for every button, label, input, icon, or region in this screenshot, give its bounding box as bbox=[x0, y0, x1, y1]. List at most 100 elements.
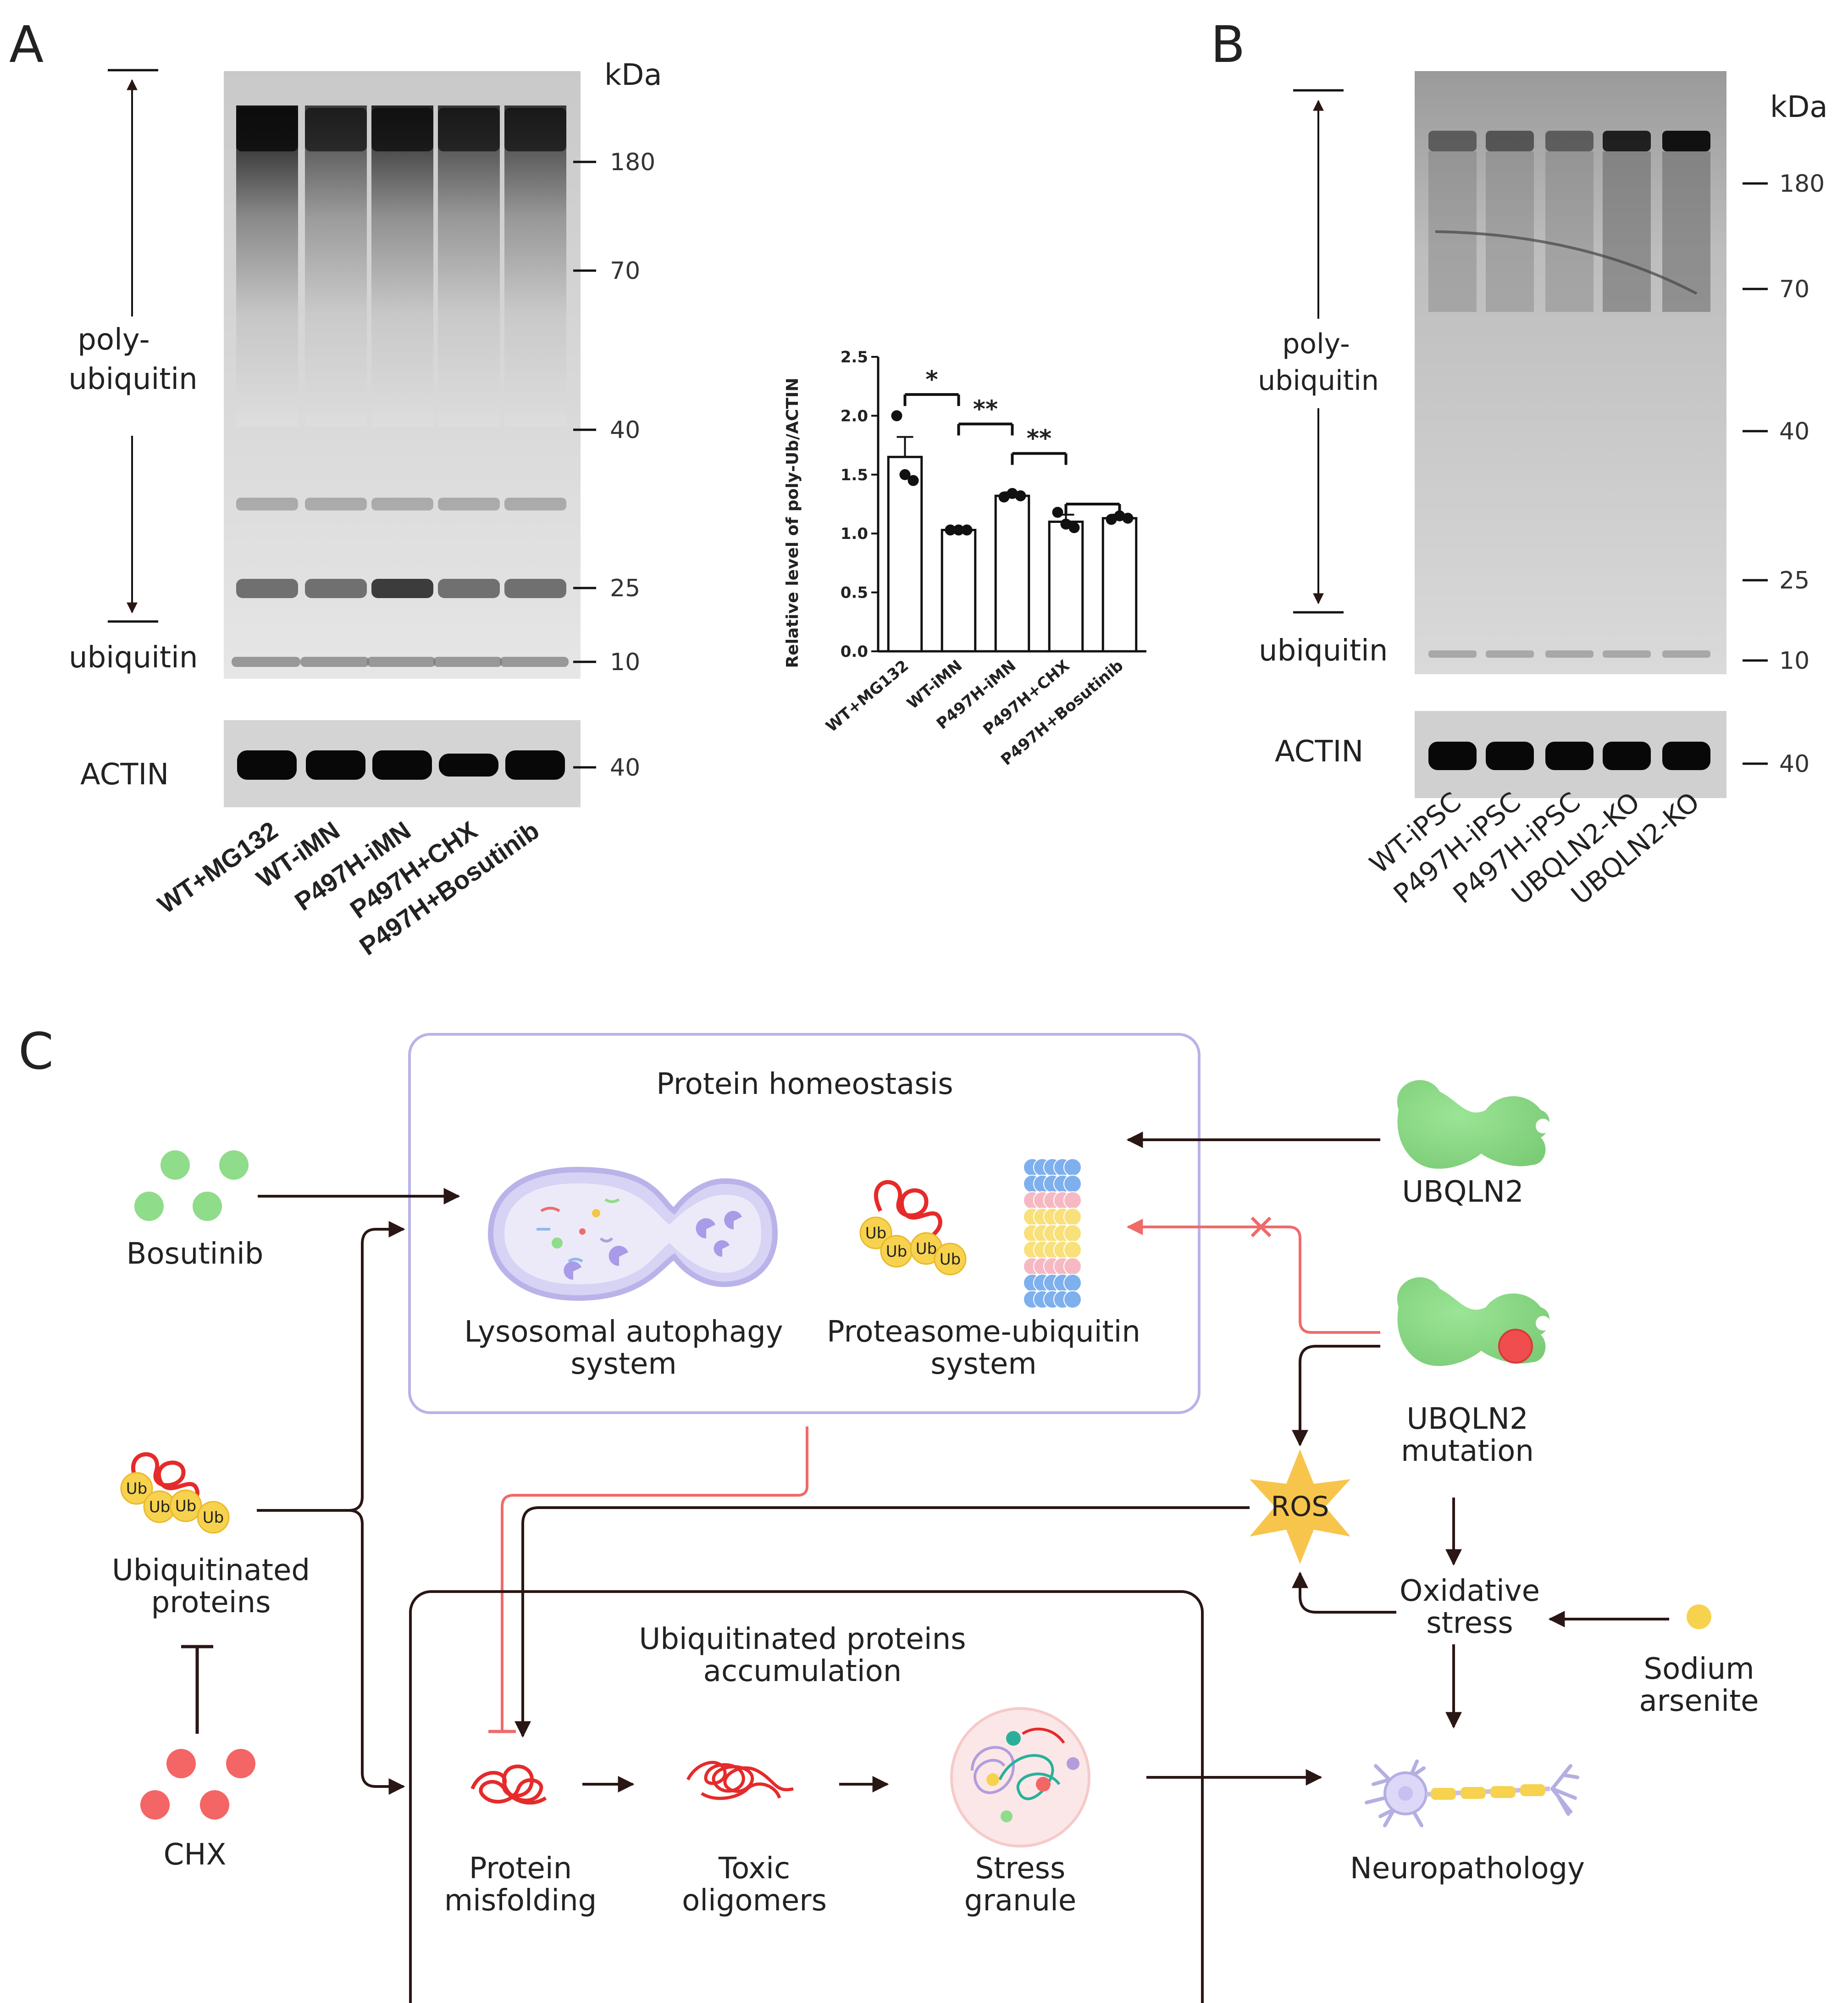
chart-bar bbox=[1048, 521, 1084, 653]
chart-point bbox=[1106, 514, 1117, 525]
homeostasis-title: Protein homeostasis bbox=[656, 1067, 953, 1101]
neuropathology-label: Neuropathology bbox=[1350, 1852, 1585, 1886]
blot-b-top-band bbox=[1662, 131, 1710, 151]
proteasome-subunit bbox=[1063, 1158, 1082, 1176]
blot-a-top-band bbox=[236, 108, 298, 151]
blot-a-top-band bbox=[438, 108, 500, 151]
marker-label: 180 bbox=[610, 149, 655, 176]
blot-a-band-10 bbox=[367, 657, 436, 667]
blot-a-band-10 bbox=[433, 657, 502, 667]
chart-point bbox=[961, 524, 973, 536]
poly-label-a-1: poly- bbox=[77, 323, 149, 357]
panel-b-label: B bbox=[1211, 15, 1245, 74]
marker-label: 40 bbox=[1779, 418, 1809, 445]
blot-a-band-30 bbox=[305, 498, 367, 510]
marker-label: 40 bbox=[610, 416, 640, 444]
chart-bar bbox=[887, 455, 923, 653]
chart-point bbox=[891, 410, 902, 422]
homeostasis-box bbox=[408, 1033, 1201, 1414]
blot-a-smear bbox=[504, 105, 566, 427]
ubiquitinated-branch-arrows bbox=[257, 1221, 405, 1795]
blot-a-top-band bbox=[504, 108, 566, 151]
oxidative-ros-arrow bbox=[1292, 1571, 1396, 1614]
chart-point bbox=[907, 475, 919, 486]
lysosomal-label-1: Lysosomal autophagy bbox=[464, 1315, 783, 1349]
ub-bead bbox=[934, 1243, 967, 1276]
blot-b-smear bbox=[1662, 151, 1710, 312]
lysosomal-label-2: system bbox=[570, 1347, 676, 1381]
ub-label: Ub bbox=[149, 1498, 170, 1516]
ub-bead bbox=[197, 1501, 230, 1534]
poly-ubiquitin-range-b: poly- ubiquitin bbox=[1258, 89, 1379, 614]
actin-b-band bbox=[1662, 742, 1710, 770]
blot-a-band-30 bbox=[236, 498, 298, 510]
poly-ubiquitin-range-a: poly- ubiquitin bbox=[68, 69, 198, 623]
kda-label-b: kDa bbox=[1770, 90, 1828, 124]
proteasome-subunit bbox=[1063, 1208, 1082, 1226]
sodium-arsenite-icon bbox=[1687, 1604, 1711, 1629]
ub-label: Ub bbox=[126, 1480, 147, 1498]
misfolding-label-2: misfolding bbox=[444, 1884, 597, 1918]
blot-a-smear bbox=[305, 105, 367, 427]
ubiquitin-label-b: ubiquitin bbox=[1259, 634, 1388, 668]
blot-b-smear bbox=[1603, 151, 1651, 312]
blot-b-band-10 bbox=[1486, 650, 1534, 658]
marker-label: 25 bbox=[610, 575, 640, 602]
marker-label: 40 bbox=[1779, 750, 1809, 778]
chart-y-tick-label: 2.0 bbox=[841, 407, 868, 425]
granule-label-1: Stress bbox=[975, 1852, 1066, 1886]
bosutinib-label: Bosutinib bbox=[127, 1237, 264, 1271]
ubqln2-mutation-label-2: mutation bbox=[1401, 1434, 1534, 1468]
panel-b-blot bbox=[1415, 71, 1726, 798]
chart-bar bbox=[994, 494, 1030, 653]
mutation-blocked-arrow bbox=[1126, 1219, 1380, 1334]
chart-bar bbox=[941, 528, 977, 653]
blot-a-band-30 bbox=[504, 498, 566, 510]
chart-point bbox=[1060, 518, 1072, 530]
chart-point bbox=[945, 524, 956, 536]
proteasome-subunit bbox=[1063, 1257, 1082, 1276]
chart-point bbox=[899, 469, 911, 480]
blot-a-band-10 bbox=[232, 657, 300, 667]
ubiquitinated-label-2: proteins bbox=[151, 1586, 271, 1620]
chart-y-tick-label: 2.5 bbox=[841, 348, 868, 366]
proteasome-label-1: Proteasome-ubiquitin bbox=[827, 1315, 1140, 1349]
sodium-label-1: Sodium bbox=[1643, 1652, 1754, 1686]
homeostasis-inhibit-line bbox=[501, 1426, 808, 1731]
sodium-label-2: arsenite bbox=[1639, 1684, 1759, 1718]
lane-labels-b: WT-iPSCP497H-iPSCP497H-iPSCUBQLN2-KOUBQL… bbox=[1364, 786, 1705, 911]
chart-y-label: Relative level of poly-Ub/ACTIN bbox=[783, 378, 802, 668]
ros-star bbox=[1250, 1449, 1350, 1564]
kda-label-a: kDa bbox=[604, 58, 662, 92]
chart-sig-label: * bbox=[925, 366, 938, 394]
actin-a-band bbox=[372, 750, 432, 780]
chart-sig-label: ** bbox=[973, 395, 998, 423]
chart-point bbox=[1007, 488, 1018, 499]
actin-a-band bbox=[439, 754, 498, 777]
chart-y-tick-label: 0.5 bbox=[841, 584, 868, 602]
blot-b-smear bbox=[1486, 151, 1534, 312]
chx-icon bbox=[140, 1749, 255, 1820]
blot-b-band-10 bbox=[1545, 650, 1593, 658]
blot-b-background bbox=[1415, 71, 1726, 674]
blot-b-top-band bbox=[1428, 131, 1477, 151]
ub-label: Ub bbox=[203, 1509, 224, 1527]
oligomers-label-1: Toxic bbox=[718, 1852, 790, 1886]
chart-bar bbox=[1101, 517, 1138, 653]
ub-label: Ub bbox=[886, 1243, 907, 1261]
chx-label: CHX bbox=[164, 1838, 227, 1872]
chart-point bbox=[1068, 522, 1080, 533]
blot-b-band-10 bbox=[1662, 650, 1710, 658]
chart-y-tick-label: 0.0 bbox=[841, 643, 868, 661]
blot-a-band-25 bbox=[371, 579, 433, 598]
blot-a-top-band bbox=[371, 108, 433, 151]
proteasome-subunit bbox=[1063, 1290, 1082, 1309]
chart-point bbox=[953, 524, 964, 536]
chart-point bbox=[1015, 490, 1026, 502]
poly-label-b-2: ubiquitin bbox=[1258, 365, 1379, 397]
blot-a-band-25 bbox=[236, 579, 298, 598]
blot-a-band-10 bbox=[300, 657, 369, 667]
